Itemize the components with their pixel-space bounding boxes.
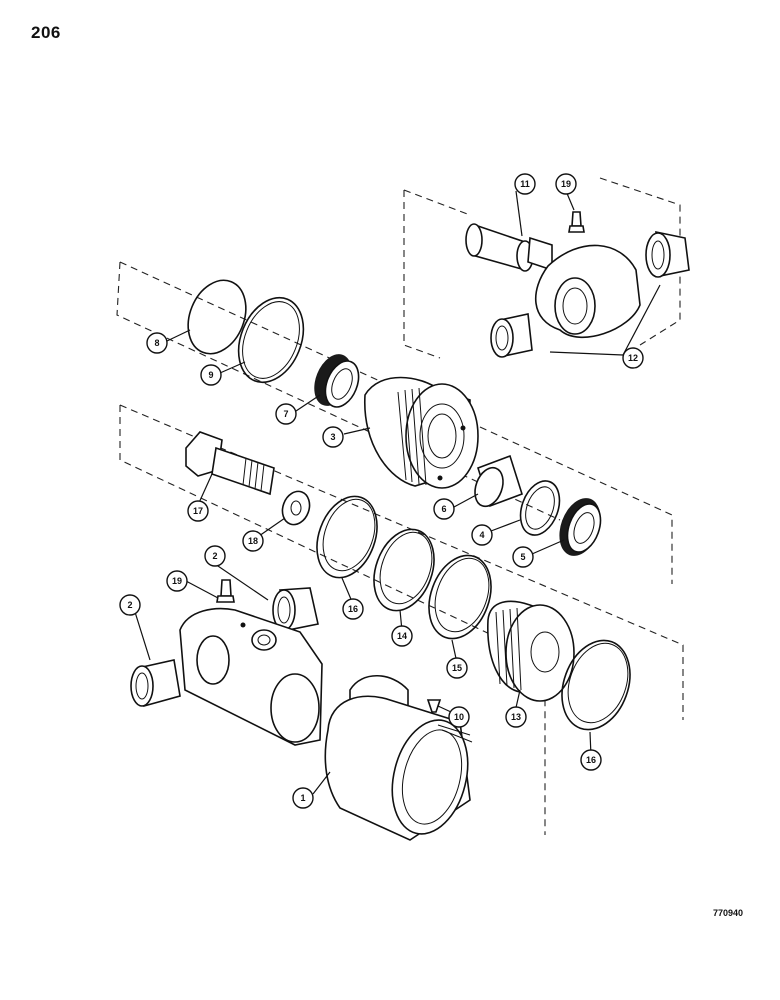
callout-2-lower: 2	[119, 594, 141, 616]
callout-6: 6	[433, 498, 455, 520]
svg-text:6: 6	[441, 504, 446, 514]
callout-3: 3	[322, 426, 344, 448]
svg-text:5: 5	[520, 552, 525, 562]
svg-text:15: 15	[452, 663, 462, 673]
part-bushing-2-lower	[130, 659, 181, 708]
callout-2-upper: 2	[204, 545, 226, 567]
svg-text:1: 1	[300, 793, 305, 803]
part-wear-ring-4	[519, 480, 561, 536]
part-base-end	[179, 607, 323, 746]
part-piston-seal-14	[373, 528, 435, 612]
part-pin	[465, 223, 553, 272]
part-grease-fitting-lower	[216, 579, 235, 603]
callout-16-upper: 16	[342, 598, 364, 620]
svg-text:8: 8	[154, 338, 159, 348]
svg-text:9: 9	[208, 370, 213, 380]
part-backup-ring	[237, 296, 305, 384]
callout-8: 8	[146, 332, 168, 354]
callout-12: 12	[622, 347, 644, 369]
svg-text:16: 16	[586, 755, 596, 765]
callout-1: 1	[292, 787, 314, 809]
svg-text:19: 19	[561, 179, 571, 189]
svg-text:18: 18	[248, 536, 258, 546]
part-bolt	[185, 431, 275, 496]
part-gland-bushing	[474, 454, 523, 508]
svg-text:10: 10	[454, 712, 464, 722]
svg-text:4: 4	[479, 530, 484, 540]
callout-5: 5	[512, 546, 534, 568]
part-piston-ring-upper	[316, 495, 378, 579]
part-bushing-2-upper	[272, 587, 319, 631]
part-piston-ring-lower	[561, 639, 631, 731]
part-set-screw	[426, 699, 442, 713]
part-rod-seal	[314, 354, 360, 408]
callout-7: 7	[275, 403, 297, 425]
figure-code: 770940	[713, 908, 744, 918]
part-gland	[364, 376, 479, 489]
callout-17: 17	[187, 500, 209, 522]
part-washer	[281, 490, 311, 526]
callout-19-lower: 19	[166, 570, 188, 592]
svg-text:11: 11	[520, 179, 530, 189]
svg-text:19: 19	[172, 576, 182, 586]
group-outline-piston	[119, 404, 684, 835]
part-grease-fitting-upper	[568, 211, 585, 233]
svg-text:2: 2	[212, 551, 217, 561]
part-wiper-seal	[559, 498, 602, 556]
svg-text:7: 7	[283, 409, 288, 419]
callout-16-lower: 16	[580, 749, 602, 771]
part-barrel	[324, 675, 473, 841]
group-outline-rod-end	[403, 177, 681, 359]
part-bushing-left	[490, 313, 533, 358]
part-piston	[487, 600, 575, 702]
callout-10: 10	[448, 706, 470, 728]
part-o-ring	[187, 279, 247, 355]
svg-text:17: 17	[193, 506, 203, 516]
page-number: 206	[31, 23, 61, 42]
svg-text:16: 16	[348, 604, 358, 614]
svg-text:12: 12	[628, 353, 638, 363]
svg-text:13: 13	[511, 712, 521, 722]
callout-13: 13	[505, 706, 527, 728]
part-bushing-right	[645, 230, 690, 278]
part-piston-seal-15	[428, 554, 492, 640]
callout-9: 9	[200, 364, 222, 386]
callout-18: 18	[242, 530, 264, 552]
svg-text:3: 3	[330, 432, 335, 442]
svg-text:2: 2	[127, 600, 132, 610]
callout-14: 14	[391, 625, 413, 647]
callout-15: 15	[446, 657, 468, 679]
part-rod-eye	[535, 244, 641, 339]
callout-11: 11	[514, 173, 536, 195]
callout-19-upper: 19	[555, 173, 577, 195]
callout-4: 4	[471, 524, 493, 546]
svg-text:14: 14	[397, 631, 407, 641]
